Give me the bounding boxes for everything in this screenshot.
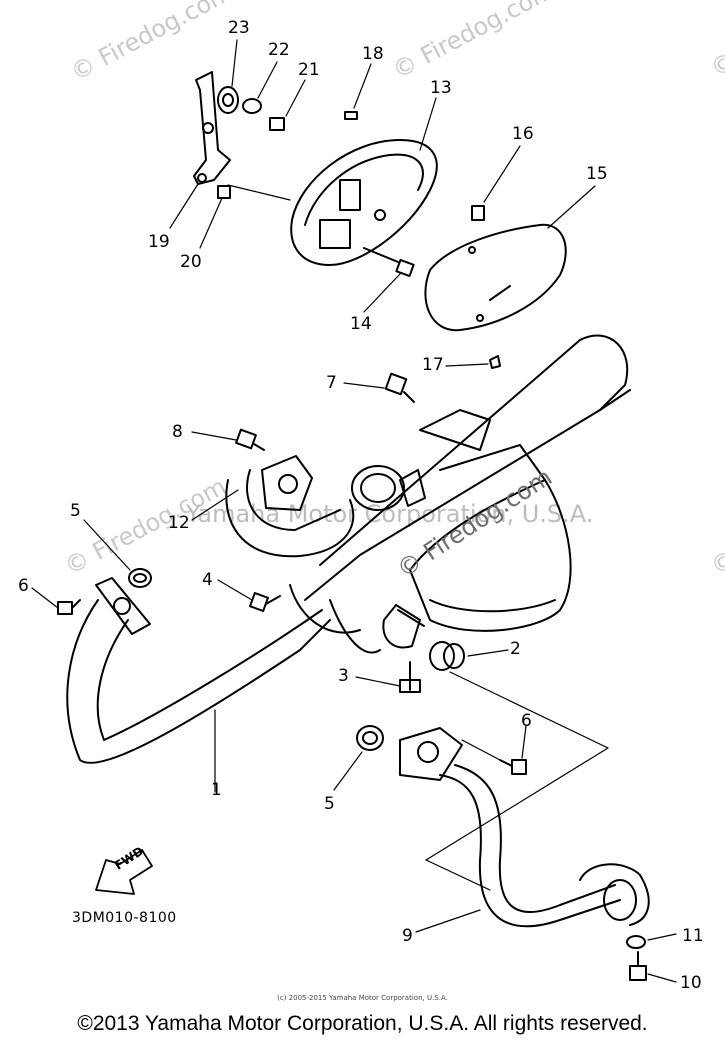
callout-5-upper: 5 bbox=[70, 501, 81, 521]
callout-3: 3 bbox=[338, 666, 349, 686]
part-10-bolt bbox=[629, 951, 647, 981]
part-16-screw bbox=[471, 205, 485, 221]
part-20-bolt bbox=[217, 185, 231, 199]
part-9-rear-pipe bbox=[399, 727, 650, 928]
part-7-bolt bbox=[384, 372, 415, 403]
callout-20: 20 bbox=[180, 252, 202, 272]
part-18-clip bbox=[344, 111, 358, 120]
callout-6-upper: 6 bbox=[18, 576, 29, 596]
callout-1: 1 bbox=[211, 780, 222, 800]
part-12-pipe bbox=[225, 455, 355, 558]
callout-19: 19 bbox=[148, 232, 170, 252]
part-muffler-body bbox=[289, 334, 631, 654]
reference-code: 3DM010-8100 bbox=[72, 910, 177, 926]
part-6-nut-upper bbox=[57, 599, 81, 615]
part-1-exhaust-pipe bbox=[66, 577, 331, 764]
part-5-gasket-upper bbox=[128, 568, 152, 588]
part-13-cover bbox=[290, 139, 438, 266]
part-11-washer bbox=[626, 935, 646, 949]
part-3-clamp bbox=[382, 604, 425, 693]
callout-9: 9 bbox=[402, 926, 413, 946]
leader-lines bbox=[31, 39, 677, 983]
callout-4: 4 bbox=[202, 570, 213, 590]
callout-13: 13 bbox=[430, 78, 452, 98]
callout-2: 2 bbox=[510, 639, 521, 659]
callout-21: 21 bbox=[298, 60, 320, 80]
callout-7: 7 bbox=[326, 373, 337, 393]
callout-6-lower: 6 bbox=[521, 711, 532, 731]
part-5-gasket-lower bbox=[356, 725, 384, 751]
callout-16: 16 bbox=[512, 124, 534, 144]
part-17-screw bbox=[489, 355, 501, 369]
callout-22: 22 bbox=[268, 40, 290, 60]
part-23-collar bbox=[217, 86, 239, 114]
callout-18: 18 bbox=[362, 44, 384, 64]
part-19-bracket bbox=[193, 71, 231, 185]
part-15-shield bbox=[424, 223, 567, 332]
callout-14: 14 bbox=[350, 314, 372, 334]
part-6-nut-lower bbox=[499, 759, 527, 775]
fwd-arrow-icon bbox=[95, 849, 153, 895]
part-14-bolt bbox=[363, 247, 415, 278]
part-heat-shield bbox=[409, 444, 572, 632]
callout-17: 17 bbox=[422, 355, 444, 375]
callout-11: 11 bbox=[682, 926, 704, 946]
callout-10: 10 bbox=[680, 973, 702, 993]
part-22-washer bbox=[242, 98, 262, 114]
part-21-bolt bbox=[269, 117, 285, 131]
copyright-notice: ©2013 Yamaha Motor Corporation, U.S.A. A… bbox=[77, 1012, 648, 1035]
part-4-bolt bbox=[249, 592, 281, 612]
callout-23: 23 bbox=[228, 18, 250, 38]
callout-15: 15 bbox=[586, 164, 608, 184]
small-copyright: (c) 2005-2015 Yamaha Motor Corporation, … bbox=[277, 994, 448, 1002]
callout-12: 12 bbox=[168, 513, 190, 533]
callout-5-lower: 5 bbox=[324, 794, 335, 814]
part-8-bolt bbox=[235, 428, 265, 451]
callout-8: 8 bbox=[172, 422, 183, 442]
part-2-damper bbox=[429, 641, 455, 671]
